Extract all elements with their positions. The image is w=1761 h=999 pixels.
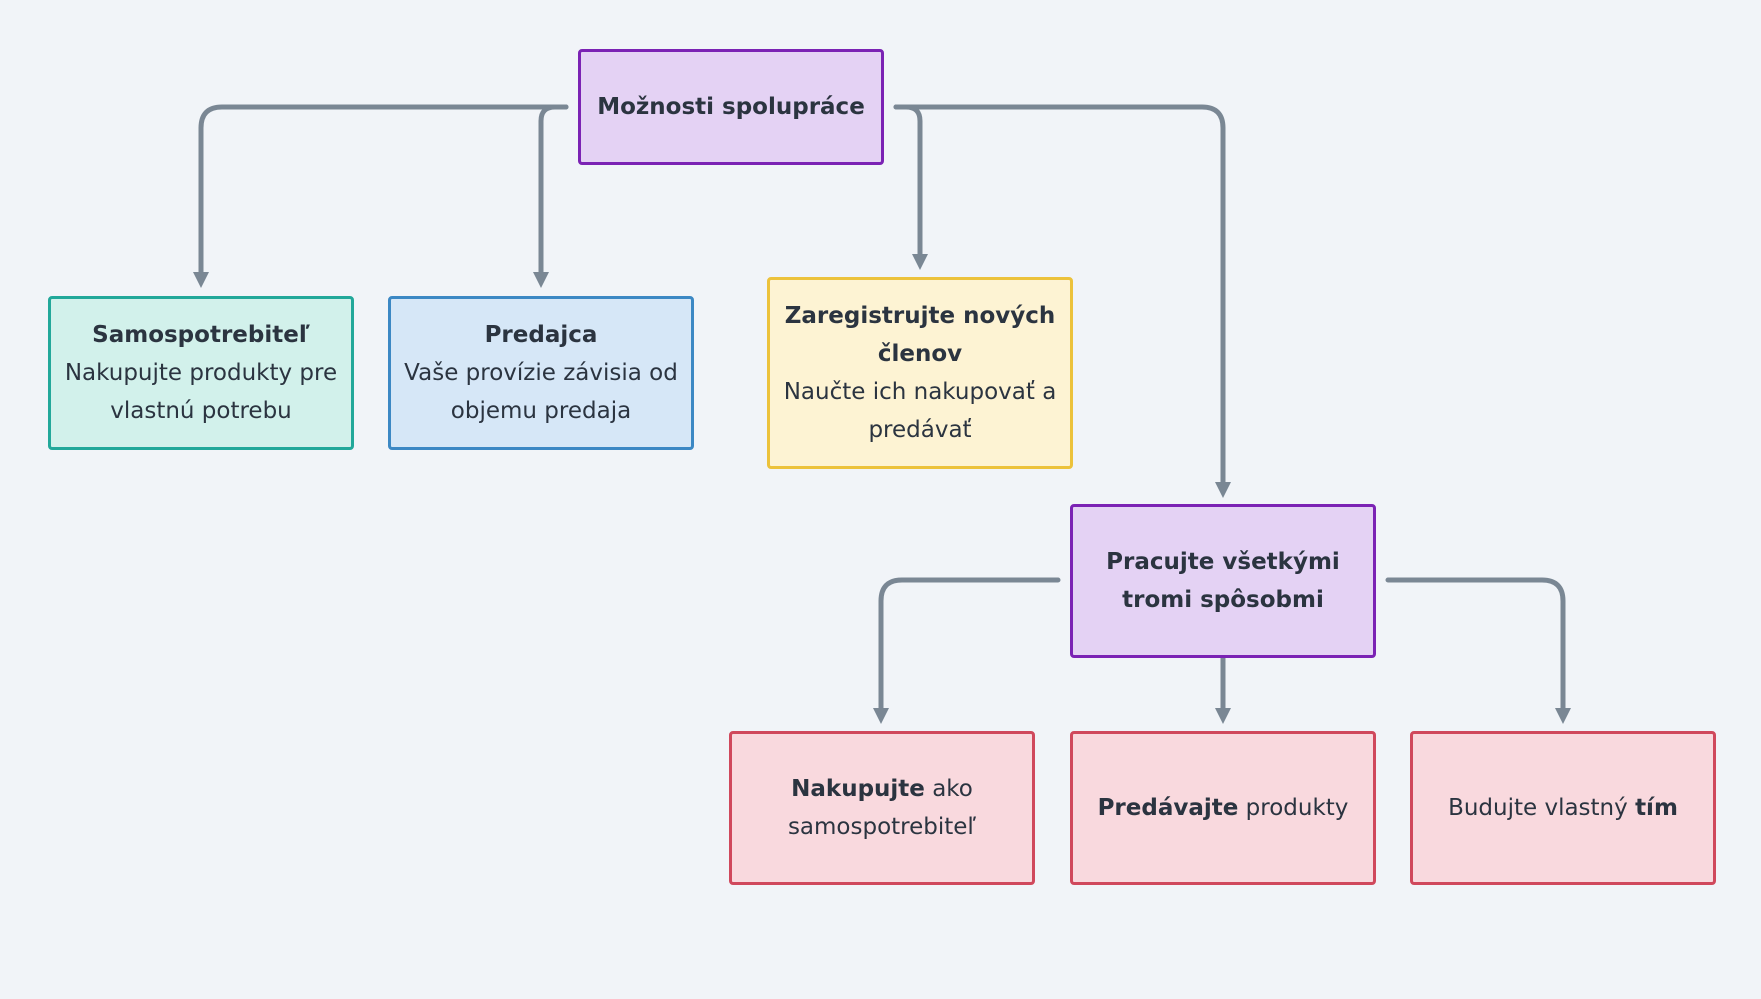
buy-node-rest: ako samospotrebiteľ bbox=[787, 776, 977, 840]
edge-root-to-consumer bbox=[192, 104, 569, 289]
edge-combined-to-team bbox=[1385, 577, 1572, 725]
recruiter-node-title: Zaregistrujte nových členov bbox=[784, 303, 1056, 367]
edge-root-to-seller bbox=[532, 104, 569, 289]
sell-node-rest: produkty bbox=[1238, 795, 1349, 821]
seller-node: Predajca Vaše provízie závisia od objemu… bbox=[388, 296, 694, 450]
seller-node-title: Predajca bbox=[484, 322, 598, 348]
team-node: Budujte vlastný tím bbox=[1410, 731, 1716, 885]
edge-root-to-combined bbox=[893, 104, 1232, 499]
root-node: Možnosti spolupráce bbox=[578, 49, 884, 165]
edge-combined-to-buy bbox=[872, 577, 1061, 725]
sell-node: Predávajte produkty bbox=[1070, 731, 1376, 885]
consumer-node: Samospotrebiteľ Nakupujte produkty pre v… bbox=[48, 296, 354, 450]
sell-node-bold: Predávajte bbox=[1097, 795, 1239, 821]
seller-node-text: Vaše provízie závisia od objemu predaja bbox=[404, 360, 678, 424]
consumer-node-text: Nakupujte produkty pre vlastnú potrebu bbox=[64, 360, 338, 424]
buy-node-text: Nakupujte ako samospotrebiteľ bbox=[744, 770, 1020, 846]
combined-node-title: Pracujte všetkými tromi spôsobmi bbox=[1106, 549, 1340, 613]
edge-root-to-recruiter bbox=[893, 104, 929, 271]
team-node-rest: Budujte vlastný bbox=[1448, 795, 1636, 821]
combined-node: Pracujte všetkými tromi spôsobmi bbox=[1070, 504, 1376, 658]
recruiter-node-text: Naučte ich nakupovať a predávať bbox=[783, 379, 1057, 443]
recruiter-node: Zaregistrujte nových členov Naučte ich n… bbox=[767, 277, 1073, 469]
consumer-node-title: Samospotrebiteľ bbox=[92, 322, 310, 348]
team-node-text: Budujte vlastný tím bbox=[1448, 789, 1678, 827]
root-node-title: Možnosti spolupráce bbox=[597, 94, 865, 120]
buy-node: Nakupujte ako samospotrebiteľ bbox=[729, 731, 1035, 885]
sell-node-text: Predávajte produkty bbox=[1098, 789, 1349, 827]
buy-node-bold: Nakupujte bbox=[791, 776, 925, 802]
team-node-bold: tím bbox=[1635, 795, 1678, 821]
